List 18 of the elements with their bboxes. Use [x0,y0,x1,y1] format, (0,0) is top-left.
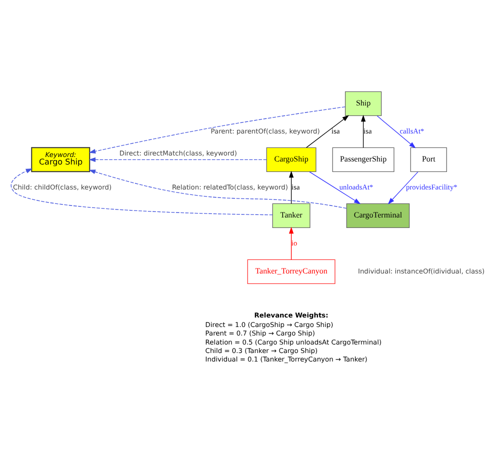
edge-label: io [291,238,298,248]
arrow [288,226,294,260]
arrow [88,170,347,209]
edge-label: isa [364,126,372,136]
edge-label: callsAt* [400,126,424,136]
arrow [10,168,273,216]
arrow [88,106,346,154]
edge-label: unloadsAt* [339,182,374,192]
edge-label: isa [332,126,340,136]
arrow [306,115,350,148]
arrow [388,172,418,204]
arrow [288,170,294,204]
arrow [88,157,267,162]
arrow [360,114,366,148]
arrow [309,171,361,204]
edge-label: providesFacility* [406,182,458,192]
edge-label: isa [292,182,300,192]
arrow [376,116,416,148]
